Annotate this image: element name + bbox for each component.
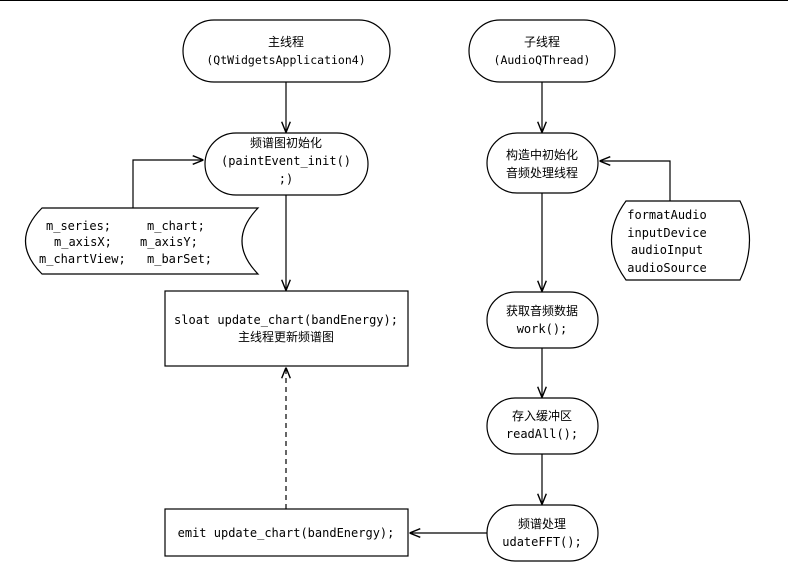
work-call: work(); [517,322,568,336]
spectrum-init-call: (paintEvent_init() [221,154,351,168]
emit-statement: emit update_chart(bandEnergy); [178,526,395,540]
var-m-series: m_series; [46,219,111,233]
spectrum-process-node: 频谱处理 udateFFT(); [486,504,599,562]
var-m-barset: m_barSet; [147,252,212,266]
sub-thread-start-node: 子线程 (AudioQThread) [468,19,616,83]
audio-thread-label: 音频处理线程 [506,165,578,180]
var-audio-source: audioSource [627,261,706,275]
var-audio-input: audioInput [631,243,703,257]
var-format-audio: formatAudio [627,208,706,222]
var-m-axisy: m_axisY; [140,235,198,249]
spectrum-init-call-end: ;) [279,172,293,186]
emit-signal-node: emit update_chart(bandEnergy); [164,508,409,557]
var-m-chartview: m_chartView; [39,252,126,266]
construct-init-node: 构造中初始化 音频处理线程 [486,132,599,194]
get-audio-data-node: 获取音频数据 work(); [486,291,599,349]
var-input-device: inputDevice [627,226,706,240]
update-chart-slot-node: sloat update_chart(bandEnergy); 主线程更新频谱图 [164,290,409,367]
store-buffer-node: 存入缓冲区 readAll(); [486,397,599,455]
main-thread-start-node: 主线程 (QtWidgetsApplication4) [182,19,391,83]
spectrum-init-label: 频谱图初始化 [250,136,322,150]
spectrum-process-label: 频谱处理 [518,517,566,531]
arrow-sub-storage-to-construct [600,161,671,201]
updatefft-call: udateFFT(); [502,535,581,549]
construct-init-label: 构造中初始化 [506,147,578,162]
main-stored-data: m_series; m_chart; m_axisX; m_axisY; m_c… [24,207,260,275]
slot-signature: sloat update_chart(bandEnergy); [174,313,398,327]
slot-description: 主线程更新频谱图 [238,329,334,344]
var-m-chart: m_chart; [147,219,205,233]
sub-thread-class: (AudioQThread) [494,53,591,67]
arrow-storage-to-init [132,160,203,208]
readall-call: readAll(); [506,427,578,441]
sub-stored-data: formatAudio inputDevice audioInput audio… [610,200,751,281]
var-m-axisx: m_axisX; [54,235,112,249]
main-thread-title: 主线程 [268,34,304,49]
store-buffer-label: 存入缓冲区 [512,408,572,423]
sub-thread-title: 子线程 [524,34,560,49]
get-audio-data-label: 获取音频数据 [506,303,578,318]
main-thread-class: (QtWidgetsApplication4) [206,53,365,67]
spectrum-init-node: 频谱图初始化 (paintEvent_init() ;) [204,132,369,196]
